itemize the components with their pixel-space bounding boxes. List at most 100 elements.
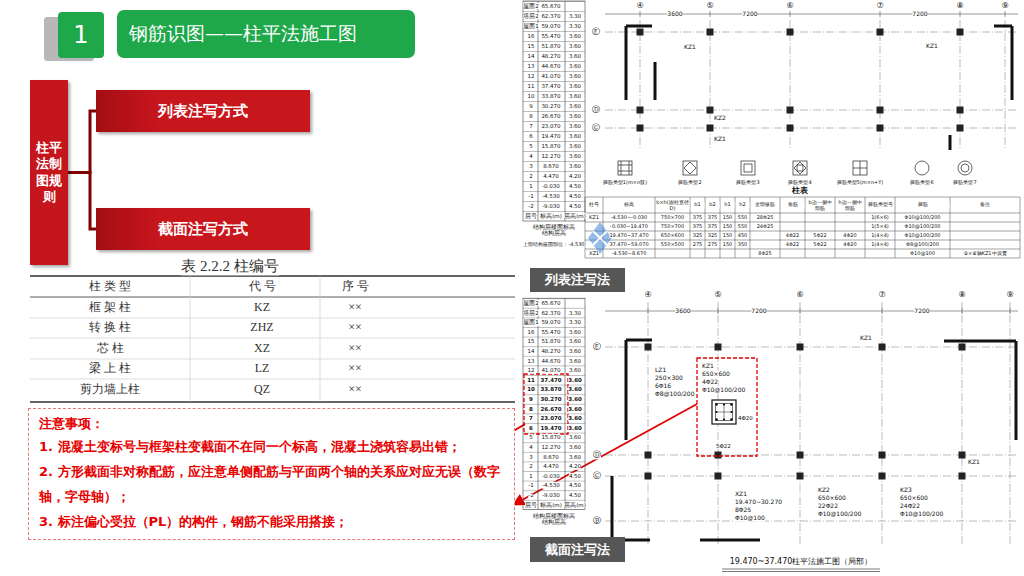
table-cell: 51.870 xyxy=(541,43,560,49)
table-rule xyxy=(30,276,515,402)
table-header: 层高(m) xyxy=(564,501,586,507)
table-cell: 3.30 xyxy=(569,23,581,29)
section-note: 4Φ22 xyxy=(702,379,718,386)
section-note: 650×600 xyxy=(900,495,928,502)
column-label: KZ1 xyxy=(968,459,980,466)
table-cell: 4.20 xyxy=(569,173,581,179)
table-cell: 3.60 xyxy=(569,163,581,169)
table-cell: XZ1 xyxy=(589,251,599,257)
table-cell: 37.470~59.070 xyxy=(609,242,648,248)
icon-label: 箍筋类型6 xyxy=(910,180,933,186)
table-header: 箍筋 xyxy=(896,202,949,208)
table-cell: 33.870 xyxy=(540,386,561,392)
table-header: h1 xyxy=(721,202,734,208)
table-cell: 275 xyxy=(708,242,718,248)
table-cell: -9.030 xyxy=(542,203,560,209)
table-header: 柱 类 型 xyxy=(89,280,131,294)
rule-box: 柱平法制图规则 xyxy=(30,80,68,265)
table-cell: ZHZ xyxy=(250,321,273,335)
column-label: KZ1 xyxy=(714,136,726,143)
table-cell: 41.070 xyxy=(541,367,560,373)
table-cell: 8.670 xyxy=(543,453,559,459)
icon-label: 箍筋类型4 xyxy=(788,180,811,186)
table-cell: 28Φ25 xyxy=(757,215,774,221)
table-header: 标高 xyxy=(604,202,654,208)
highlight-frame xyxy=(524,374,568,434)
floor-table xyxy=(538,1,565,221)
table-cell: 450 xyxy=(738,233,748,239)
table-cell: 3.60 xyxy=(568,386,582,392)
table-cell: -4.530 xyxy=(542,482,560,488)
table-cell: 3.60 xyxy=(569,33,581,39)
table-cell: QZ xyxy=(254,383,270,397)
table-cell: 3.60 xyxy=(569,53,581,59)
table-cell: -0.030 xyxy=(542,473,560,479)
table-cell: 16 xyxy=(528,329,535,335)
table-cell: 150 xyxy=(723,224,733,230)
table-cell: 350 xyxy=(738,242,748,248)
table-cell: 屋面1 xyxy=(523,319,539,325)
table-cell: 12.270 xyxy=(541,444,560,450)
table-cell: 5Φ22 xyxy=(813,242,826,248)
table-cell: 650×600 xyxy=(661,233,684,239)
table-cell: 150 xyxy=(723,242,733,248)
dimension: 7200 xyxy=(914,308,929,315)
table-header: 层高(m) xyxy=(564,213,586,219)
table-cell: 55.470 xyxy=(541,329,560,335)
table-cell: -1 xyxy=(528,193,533,199)
table-cell: 3.60 xyxy=(568,396,582,402)
table-cell: 19.470 xyxy=(541,133,560,139)
image-tag: 列表注写法 xyxy=(530,268,625,292)
node-text: 2. 方形截面非对称配筋，应注意单侧配筋与平面两个轴的关系应对应无误（数字轴，字… xyxy=(39,459,504,509)
table-title: 柱表 xyxy=(792,186,808,195)
table-cell: Φ10@100 xyxy=(910,251,935,257)
table-cell: 3 xyxy=(529,163,533,169)
axis-letter: Ⓒ xyxy=(592,123,600,132)
table-cell: 65.670 xyxy=(541,3,560,9)
dimension: 3600 xyxy=(667,11,682,18)
table-cell: 14 xyxy=(528,348,535,354)
table-cell: 325 xyxy=(693,233,703,239)
table-cell: -0.030~19.470 xyxy=(610,224,648,230)
section-note: KZ2 xyxy=(818,487,830,494)
node-text: 钢筋识图——柱平法施工图 xyxy=(129,21,357,47)
axis-number: ⑧ xyxy=(958,290,965,299)
node-text: 1. 混凝土变标号与框架柱变截面不在同一个标高，混凝土浇筑容易出错； xyxy=(39,434,504,459)
table-cell: ×× xyxy=(348,301,362,315)
table-cell: 8 xyxy=(529,405,533,411)
icon-label: 箍筋类型7 xyxy=(953,180,976,186)
table-cell: ③×⑧轴KZ1中设置 xyxy=(963,251,1006,257)
table-cell: 3.30 xyxy=(569,319,581,325)
axis-letter: Ⓒ xyxy=(593,471,601,480)
table-cell: 1 xyxy=(529,183,533,189)
table-cell: 塔层2 xyxy=(523,309,539,315)
table-cell: 62.370 xyxy=(541,309,560,315)
bracket-connector xyxy=(68,111,96,173)
section-note: 650×600 xyxy=(702,371,730,378)
table-cell: 44.670 xyxy=(541,357,560,363)
table-cell: 8Φ25 xyxy=(758,251,771,257)
table-cell: 6 xyxy=(529,133,533,139)
table-cell: 15 xyxy=(528,43,535,49)
axis-letter: Ⓑ xyxy=(593,516,601,525)
table-cell: 3.60 xyxy=(568,405,582,411)
icon-label: 箍筋类型3 xyxy=(736,180,759,186)
table-note: 上部结构嵌固部位：-4.530 xyxy=(523,242,584,248)
table-cell: 1(4×4) xyxy=(871,233,889,239)
table-cell: 3.60 xyxy=(569,93,581,99)
table-cell: 3.60 xyxy=(568,425,582,431)
table-cell: ×× xyxy=(348,321,362,335)
table-cell: 26.670 xyxy=(541,113,560,119)
table-cell: 9 xyxy=(529,103,533,109)
table-cell: 11 xyxy=(528,83,535,89)
table-cell: 3.60 xyxy=(569,338,581,344)
table-cell: 325 xyxy=(708,233,718,239)
table-cell: -4.530~8.670 xyxy=(612,251,647,257)
floor-table xyxy=(538,298,565,509)
table-cell: 19.470~37.470 xyxy=(609,233,648,239)
table-header: 备注 xyxy=(951,202,1019,208)
table-cell: 15.870 xyxy=(541,434,560,440)
watermark xyxy=(588,222,612,254)
table-cell: 51.870 xyxy=(541,338,560,344)
section-note: 6Φ16 xyxy=(655,383,671,390)
